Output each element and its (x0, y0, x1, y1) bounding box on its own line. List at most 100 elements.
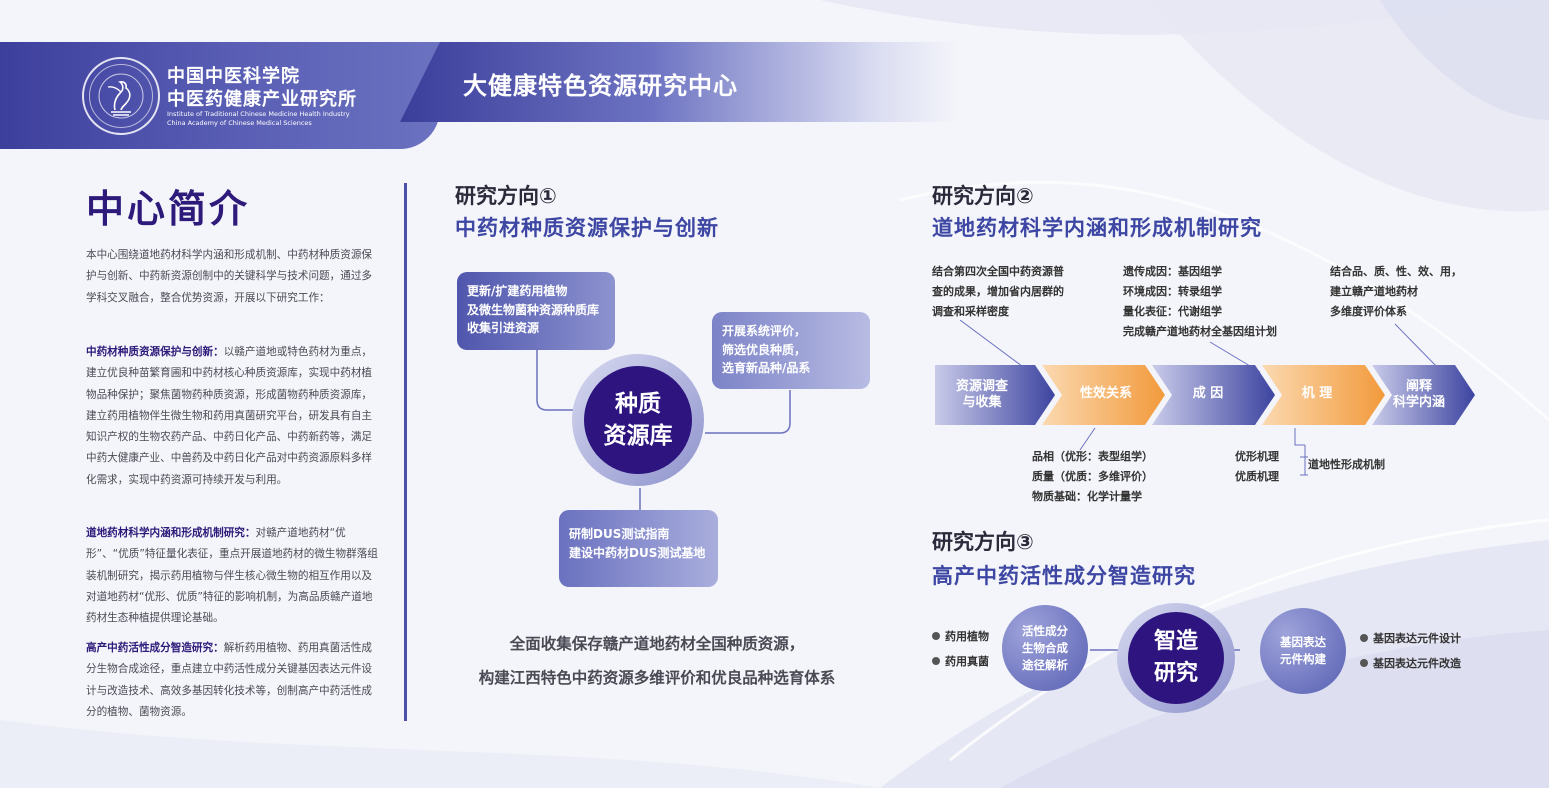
bullet-text: 药用植物 (945, 630, 989, 643)
dir3-circle-pathway: 活性成分 生物合成 途径解析 (1002, 605, 1088, 691)
bullet-dot (932, 657, 940, 665)
circle-line: 元件构建 (1280, 652, 1326, 666)
header-banner-right (400, 42, 960, 122)
dir1-subtitle: 中药材种质资源保护与创新 (455, 216, 719, 240)
intro-paragraph: 本中心围绕道地药材科学内涵和形成机制、中药材种质资源保护与创新、中药新资源创制中… (86, 249, 373, 304)
note-line: 量化表征：代谢组学 (1123, 305, 1222, 318)
org-name-en-line1: Institute of Traditional Chinese Medicin… (167, 110, 350, 118)
dir3-subtitle: 高产中药活性成分智造研究 (932, 564, 1196, 588)
dir3-bullet-modify: 基因表达元件改造 (1360, 655, 1461, 671)
dir2-note-omics: 遗传成因：基因组学 环境成因：转录组学 量化表征：代谢组学 完成赣产道地药材全基… (1123, 262, 1277, 342)
bullet-text: 基因表达元件改造 (1373, 657, 1461, 670)
note-line: 物质基础：化学计量学 (1032, 490, 1142, 503)
chevron-label-cause: 成 因 (1192, 386, 1224, 401)
bullet-dot (1360, 659, 1368, 667)
intro-item-heading: 道地药材科学内涵和形成机制研究： (86, 527, 256, 539)
dir3-bullet-plant: 药用植物 (932, 628, 989, 644)
box-line: 建设中药材DUS测试基地 (569, 545, 706, 560)
dir2-bottom-right-items: 优形机理 优质机理 (1235, 447, 1279, 487)
intro-item-heading: 中药材种质资源保护与创新： (86, 346, 224, 358)
chevron-label-line: 阐释 (1405, 379, 1432, 394)
intro-item-text: 解析药用植物、药用真菌活性成分生物合成途径，重点建立中药活性成分关键基因表达元件… (86, 642, 373, 718)
dir1-box-collection: 更新/扩建药用植物 及微生物菌种资源种质库 收集引进资源 (457, 272, 615, 350)
bullet-dot (1360, 634, 1368, 642)
dir3-circle-element: 基因表达 元件构建 (1260, 608, 1346, 694)
note-line: 建立赣产道地药材 (1330, 285, 1418, 298)
box-line: 研制DUS测试指南 (569, 527, 670, 541)
chevron-label-property: 性效关系 (1079, 386, 1132, 401)
dir3-core-circle: 智造 研究 (1117, 603, 1235, 713)
bullet-text: 基因表达元件设计 (1373, 632, 1461, 645)
note-line: 完成赣产道地药材全基因组计划 (1123, 325, 1277, 338)
box-line: 开展系统评价， (722, 324, 807, 338)
dir1-summary-line2: 构建江西特色中药资源多维评价和优良品种选育体系 (478, 669, 836, 687)
chevron-label-interpret: 阐释 科学内涵 (1379, 379, 1459, 411)
dir3-bullet-design: 基因表达元件设计 (1360, 630, 1461, 646)
bullet-dot (932, 632, 940, 640)
note-line: 结合第四次全国中药资源普 (932, 265, 1064, 278)
dir3-title: 研究方向③ (932, 530, 1034, 554)
dir2-note-evaluation: 结合品、质、性、效、用， 建立赣产道地药材 多维度评价体系 (1330, 262, 1462, 322)
box-line: 更新/扩建药用植物 (467, 284, 568, 298)
dir1-core-circle: 种质 资源库 (572, 354, 704, 486)
box-line: 选育新品种/品系 (722, 361, 811, 375)
intro-title: 中心简介 (86, 187, 251, 231)
core-line: 研究 (1153, 661, 1198, 686)
institute-logo (82, 57, 160, 135)
dir2-title: 研究方向② (932, 184, 1034, 208)
dir3-bullet-fungi: 药用真菌 (932, 653, 989, 669)
chevron-property (1042, 365, 1165, 425)
bullet-text: 药用真菌 (945, 655, 989, 668)
dir2-note-survey: 结合第四次全国中药资源普 查的成果，增加省内居群的 调查和采样密度 (932, 262, 1064, 322)
org-name-cn-line1: 中国中医科学院 (167, 66, 300, 87)
box-line: 收集引进资源 (467, 321, 540, 335)
chevron-label-survey: 资源调查 与收集 (942, 379, 1022, 411)
circle-line: 生物合成 (1022, 640, 1068, 655)
note-line: 查的成果，增加省内居群的 (932, 285, 1064, 298)
header-banner-left (0, 42, 440, 149)
chevron-interpret (1372, 365, 1475, 425)
note-line: 调查和采样密度 (932, 305, 1009, 318)
note-line: 多维度评价体系 (1330, 305, 1407, 318)
chevron-label-line: 科学内涵 (1392, 395, 1445, 410)
chevron-label-line: 资源调查 (955, 379, 1008, 394)
dir1-core-inner: 种质 资源库 (584, 366, 692, 474)
note-line: 优质机理 (1235, 470, 1279, 483)
note-line: 质量（优质：多维评价） (1032, 470, 1153, 483)
chevron-label-mechanism: 机 理 (1301, 386, 1333, 401)
intro-item-heading: 高产中药活性成分智造研究： (86, 642, 224, 654)
box-line: 及微生物菌种资源种质库 (467, 302, 600, 317)
dir1-summary-line1: 全面收集保存赣产道地药材全国种质资源， (509, 635, 805, 653)
intro-item-3: 高产中药活性成分智造研究：解析药用植物、药用真菌活性成分生物合成途径，重点建立中… (86, 638, 378, 723)
chevron-mechanism (1262, 365, 1385, 425)
dir2-bottom-left: 品相（优形：表型组学） 质量（优质：多维评价） 物质基础：化学计量学 (1032, 447, 1153, 507)
chevron-survey (935, 365, 1055, 425)
chevron-cause (1152, 365, 1275, 425)
dir2-chevron-flow (935, 320, 1475, 476)
dir2-bottom-right-result: 道地性形成机制 (1308, 458, 1385, 471)
note-line: 结合品、质、性、效、用， (1330, 265, 1462, 278)
org-name-cn-line2: 中医药健康产业研究所 (167, 89, 357, 110)
circle-line: 途径解析 (1022, 657, 1068, 672)
dir3-core-inner: 智造 研究 (1128, 612, 1224, 704)
core-line: 智造 (1153, 629, 1198, 654)
note-line: 环境成因：转录组学 (1123, 285, 1222, 298)
core-line: 资源库 (603, 423, 673, 449)
dir1-connectors (536, 350, 791, 510)
dir1-box-evaluation: 开展系统评价， 筛选优良种质， 选育新品种/品系 (712, 312, 870, 389)
circle-line: 基因表达 (1280, 635, 1326, 649)
circle-line: 活性成分 (1022, 623, 1068, 638)
box-line: 筛选优良种质， (722, 342, 807, 357)
column-divider (404, 183, 407, 721)
intro-item-2: 道地药材科学内涵和形成机制研究：对赣产道地药材“优形”、“优质”特征量化表征，重… (86, 523, 378, 629)
note-line: 品相（优形：表型组学） (1032, 450, 1153, 463)
intro-item-text: 对赣产道地药材“优形”、“优质”特征量化表征，重点开展道地药材的微生物群落组装机… (86, 527, 378, 625)
center-title: 大健康特色资源研究中心 (463, 72, 738, 100)
chevron-label-line: 与收集 (962, 395, 1002, 410)
note-line: 遗传成因：基因组学 (1123, 265, 1222, 278)
crane-emblem-icon (98, 73, 144, 119)
intro-item-text: 以赣产道地或特色药材为重点，建立优良种苗繁育圃和中药材核心种质资源库，实现中药材… (86, 346, 373, 486)
note-line: 优形机理 (1235, 450, 1279, 463)
dir2-subtitle: 道地药材科学内涵和形成机制研究 (932, 216, 1262, 240)
intro-item-1: 中药材种质资源保护与创新：以赣产道地或特色药材为重点，建立优良种苗繁育圃和中药材… (86, 342, 378, 491)
